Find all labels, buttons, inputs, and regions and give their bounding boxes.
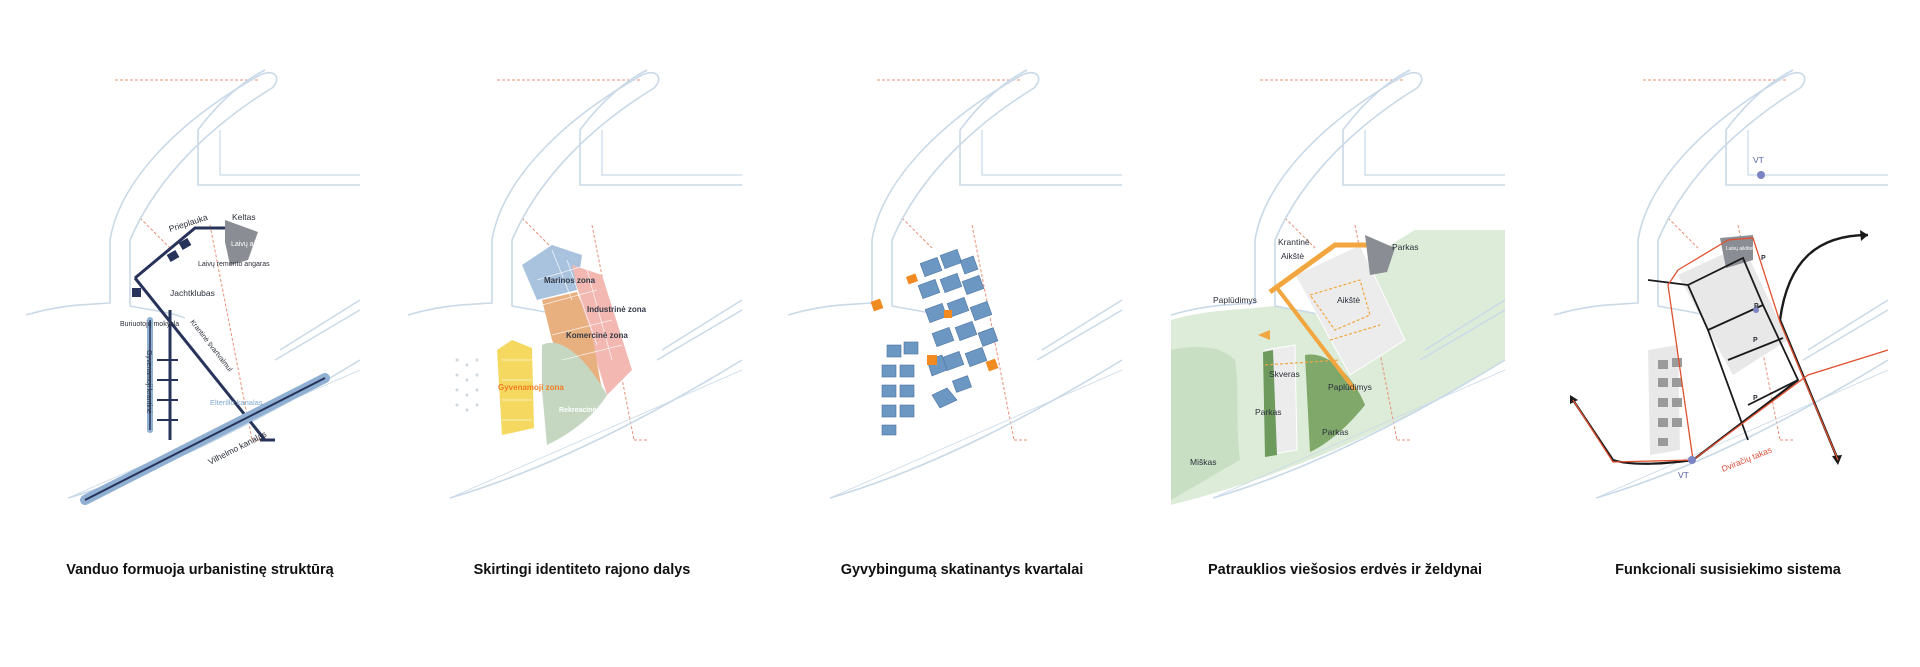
parking-icon: P (1761, 255, 1766, 262)
arterial-road-ne (1778, 233, 1869, 321)
parking-icon: P (1753, 337, 1758, 344)
ferry-terminal (1720, 235, 1753, 268)
label-papludimys-mid: Paplūdimys (1328, 382, 1372, 392)
zone-industrial (572, 265, 632, 395)
panel-mobility: Laivų aikštelė VT VT P P P (1548, 0, 1908, 667)
label-rekreacine-zona: Rekreacinė ir sporto zona (559, 407, 645, 414)
map-public-spaces: Krantinė Aikštė Parkas Aikštė Paplūdimys… (1170, 69, 1506, 505)
zone-recreation (542, 342, 607, 445)
map-water-structure: Keltas Prieplauka Laivų aikštelė Laivų r… (25, 69, 361, 505)
map-identity-zones: Marinos zona Industrinė zona Komercinė z… (407, 69, 743, 499)
panel-vibrant-blocks: Gyvybingumą skatinantys kvartalai (782, 0, 1142, 667)
arterial-road-w (1572, 399, 1694, 465)
parking-icon: P (1753, 395, 1758, 402)
label-vt-top: VT (1753, 155, 1764, 165)
panel-identity-zones: Marinos zona Industrinė zona Komercinė z… (402, 0, 762, 667)
zone-marina (522, 245, 582, 300)
label-gyvenamoji-krantine: Gyvenamoji krantinė (145, 350, 152, 414)
label-krantine: Krantinė (1278, 237, 1310, 247)
caption-vibrant-blocks: Gyvybingumą skatinantys kvartalai (840, 562, 1084, 578)
caption-water-structure: Vanduo formuoja urbanistinę struktūrą (66, 562, 334, 578)
label-parkas-left: Parkas (1255, 407, 1281, 417)
label-dviraciu-takas: Dviračių takas (1720, 445, 1773, 474)
park-strip (1263, 350, 1277, 457)
label-parkas-mid: Parkas (1322, 427, 1348, 437)
panel-public-spaces: Krantinė Aikštė Parkas Aikštė Paplūdimys… (1165, 0, 1525, 667)
label-elterillo-kanalas: Elterillo kanalas (210, 398, 263, 407)
label-prieplauka: Prieplauka (168, 212, 210, 234)
arrow-se-icon (1832, 455, 1842, 465)
arrow-ne-icon (1860, 230, 1868, 241)
label-skveras: Skveras (1269, 369, 1300, 379)
label-komercine-zona: Komercinė zona (566, 331, 628, 340)
panel-water-structure: Keltas Prieplauka Laivų aikštelė Laivų r… (20, 0, 380, 667)
label-miskas: Miškas (1190, 457, 1216, 467)
label-keltas: Keltas (232, 212, 256, 222)
label-krantine-svartvalmul: Krantinė švartvalmul (188, 319, 233, 374)
label-buriuotoju-mokykla: Buriuotojų mokykla (120, 321, 179, 328)
forest-area (1171, 347, 1240, 500)
label-laivu-aikstele: Laivų aikštelė (1726, 246, 1757, 252)
map-vibrant-blocks (787, 69, 1123, 499)
ferry-terminal (225, 220, 258, 265)
ferry-terminal (1365, 235, 1395, 275)
arrow-w-icon (1570, 395, 1578, 404)
map-mobility: Laivų aikštelė VT VT P P P (1553, 69, 1889, 499)
label-gyvenamoji-zona: Gyvenamoji zona (498, 383, 564, 392)
public-transport-stop-icon (1688, 456, 1696, 464)
label-parkas-top: Parkas (1392, 242, 1418, 252)
label-jachtklubas: Jachtklubas (170, 288, 215, 298)
label-laivu-aikstele: Laivų aikštelė (231, 241, 274, 248)
label-aikste-1: Aikštė (1281, 251, 1304, 261)
caption-public-spaces: Patrauklios viešosios erdvės ir želdynai (1207, 562, 1483, 578)
public-transport-stop-icon (1753, 307, 1759, 313)
zone-residential (497, 340, 534, 435)
label-laivu-remonto-angaras: Laivų remonto angaras (198, 261, 270, 268)
label-marinos-zona: Marinos zona (544, 276, 596, 285)
caption-identity-zones: Skirtingi identiteto rajono dalys (473, 562, 691, 578)
parking-icon: P (1754, 303, 1759, 310)
label-aikste-2: Aikštė (1337, 295, 1360, 305)
label-vt-bottom: VT (1678, 470, 1689, 480)
label-industrine-zona: Industrinė zona (587, 305, 647, 314)
zone-commercial (542, 292, 602, 390)
label-papludimys-left: Paplūdimys (1213, 295, 1257, 305)
public-transport-stop-icon (1757, 171, 1765, 179)
caption-mobility: Funkcionali susisiekimo sistema (1615, 562, 1841, 578)
park-main (1305, 354, 1365, 452)
